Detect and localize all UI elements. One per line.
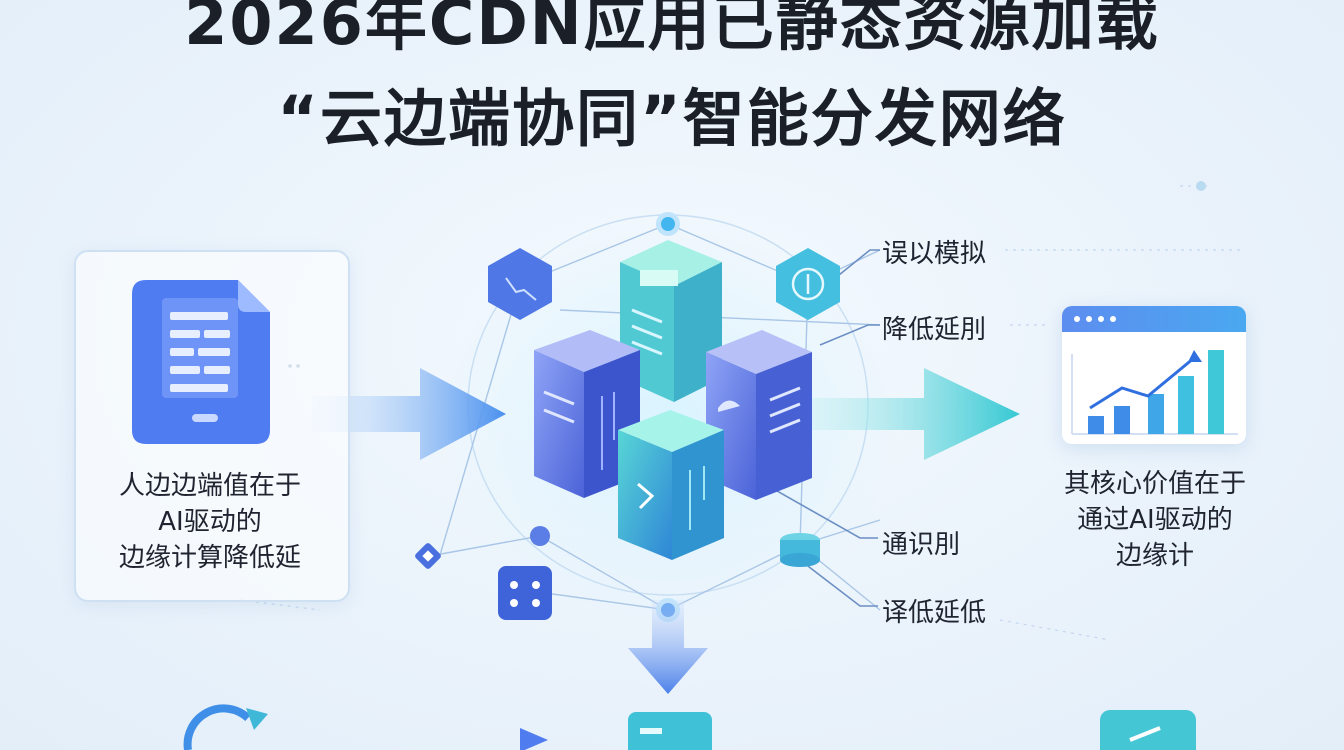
right-caption-line-3: 边缘计 xyxy=(1115,541,1194,571)
bar-graph xyxy=(1071,350,1238,435)
left-caption: 人边边端值在于 AI驱动的 边缘计算降低延 xyxy=(74,468,346,576)
page-title-line-1: 2026年CDN应用已静态资源加载 xyxy=(184,0,1160,59)
right-caption-line-2: 通过AI驱动的 xyxy=(1077,505,1233,535)
bottom-panel-icon xyxy=(628,712,712,750)
label-bottom-right-2: 译低延低 xyxy=(882,598,987,628)
arrow-down xyxy=(628,600,708,694)
left-caption-line-1: 人边边端值在于 xyxy=(118,471,301,501)
arrow-to-network xyxy=(312,368,506,460)
arrow-to-result xyxy=(806,368,1020,460)
right-caption: 其核心价值在于 通过AI驱动的 边缘计 xyxy=(1030,466,1280,574)
bottom-right-icon xyxy=(1100,710,1196,750)
left-caption-line-3: 边缘计算降低延 xyxy=(118,543,301,573)
hex-node-left xyxy=(488,248,552,320)
cube-node xyxy=(498,566,552,620)
left-caption-line-2: AI驱动的 xyxy=(158,507,262,537)
label-top-right-2: 降低延刖 xyxy=(882,315,987,345)
label-top-right-1: 误以模拟 xyxy=(882,239,987,269)
label-bottom-right-1: 通识刖 xyxy=(882,530,961,560)
right-caption-line-1: 其核心价值在于 xyxy=(1063,469,1246,499)
page-title-line-2: “云边端协同”智能分发网络 xyxy=(277,82,1067,155)
growth-chart-icon xyxy=(1062,306,1246,444)
chart-card-header xyxy=(1062,306,1246,332)
server-cluster-icon xyxy=(534,240,812,560)
refresh-icon xyxy=(183,704,251,750)
